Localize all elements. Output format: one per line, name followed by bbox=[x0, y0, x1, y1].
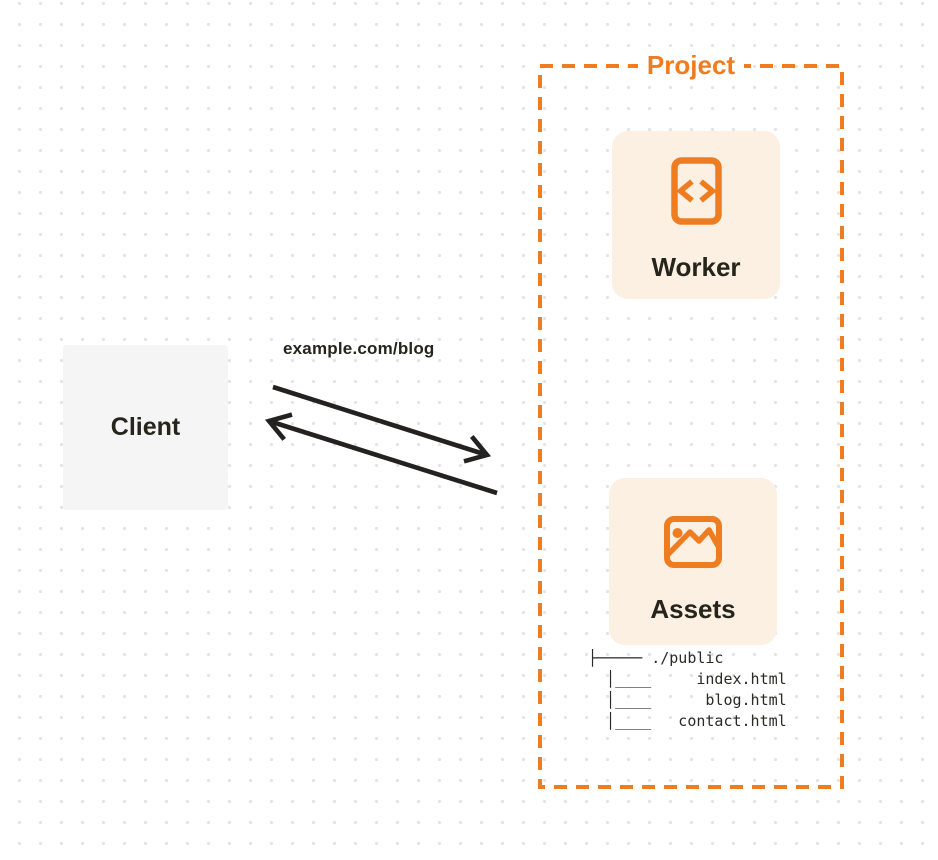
worker-label: Worker bbox=[651, 252, 741, 282]
response-arrow bbox=[264, 412, 498, 496]
client-label: Client bbox=[110, 413, 181, 441]
client-node: Client bbox=[63, 345, 228, 510]
assets-file-tree: ├───── ./public │____ index.html │____ b… bbox=[588, 649, 787, 730]
picture-icon bbox=[664, 516, 722, 568]
worker-node: Worker bbox=[612, 131, 780, 299]
code-brackets-icon bbox=[670, 157, 722, 225]
assets-node: Assets bbox=[609, 478, 777, 645]
project-dashed-border bbox=[538, 64, 844, 789]
project-label: Project bbox=[637, 50, 745, 81]
assets-label: Assets bbox=[650, 594, 736, 624]
request-url-label: example.com/blog bbox=[283, 339, 435, 358]
project-container: Project bbox=[540, 50, 842, 81]
request-arrow bbox=[272, 384, 492, 464]
